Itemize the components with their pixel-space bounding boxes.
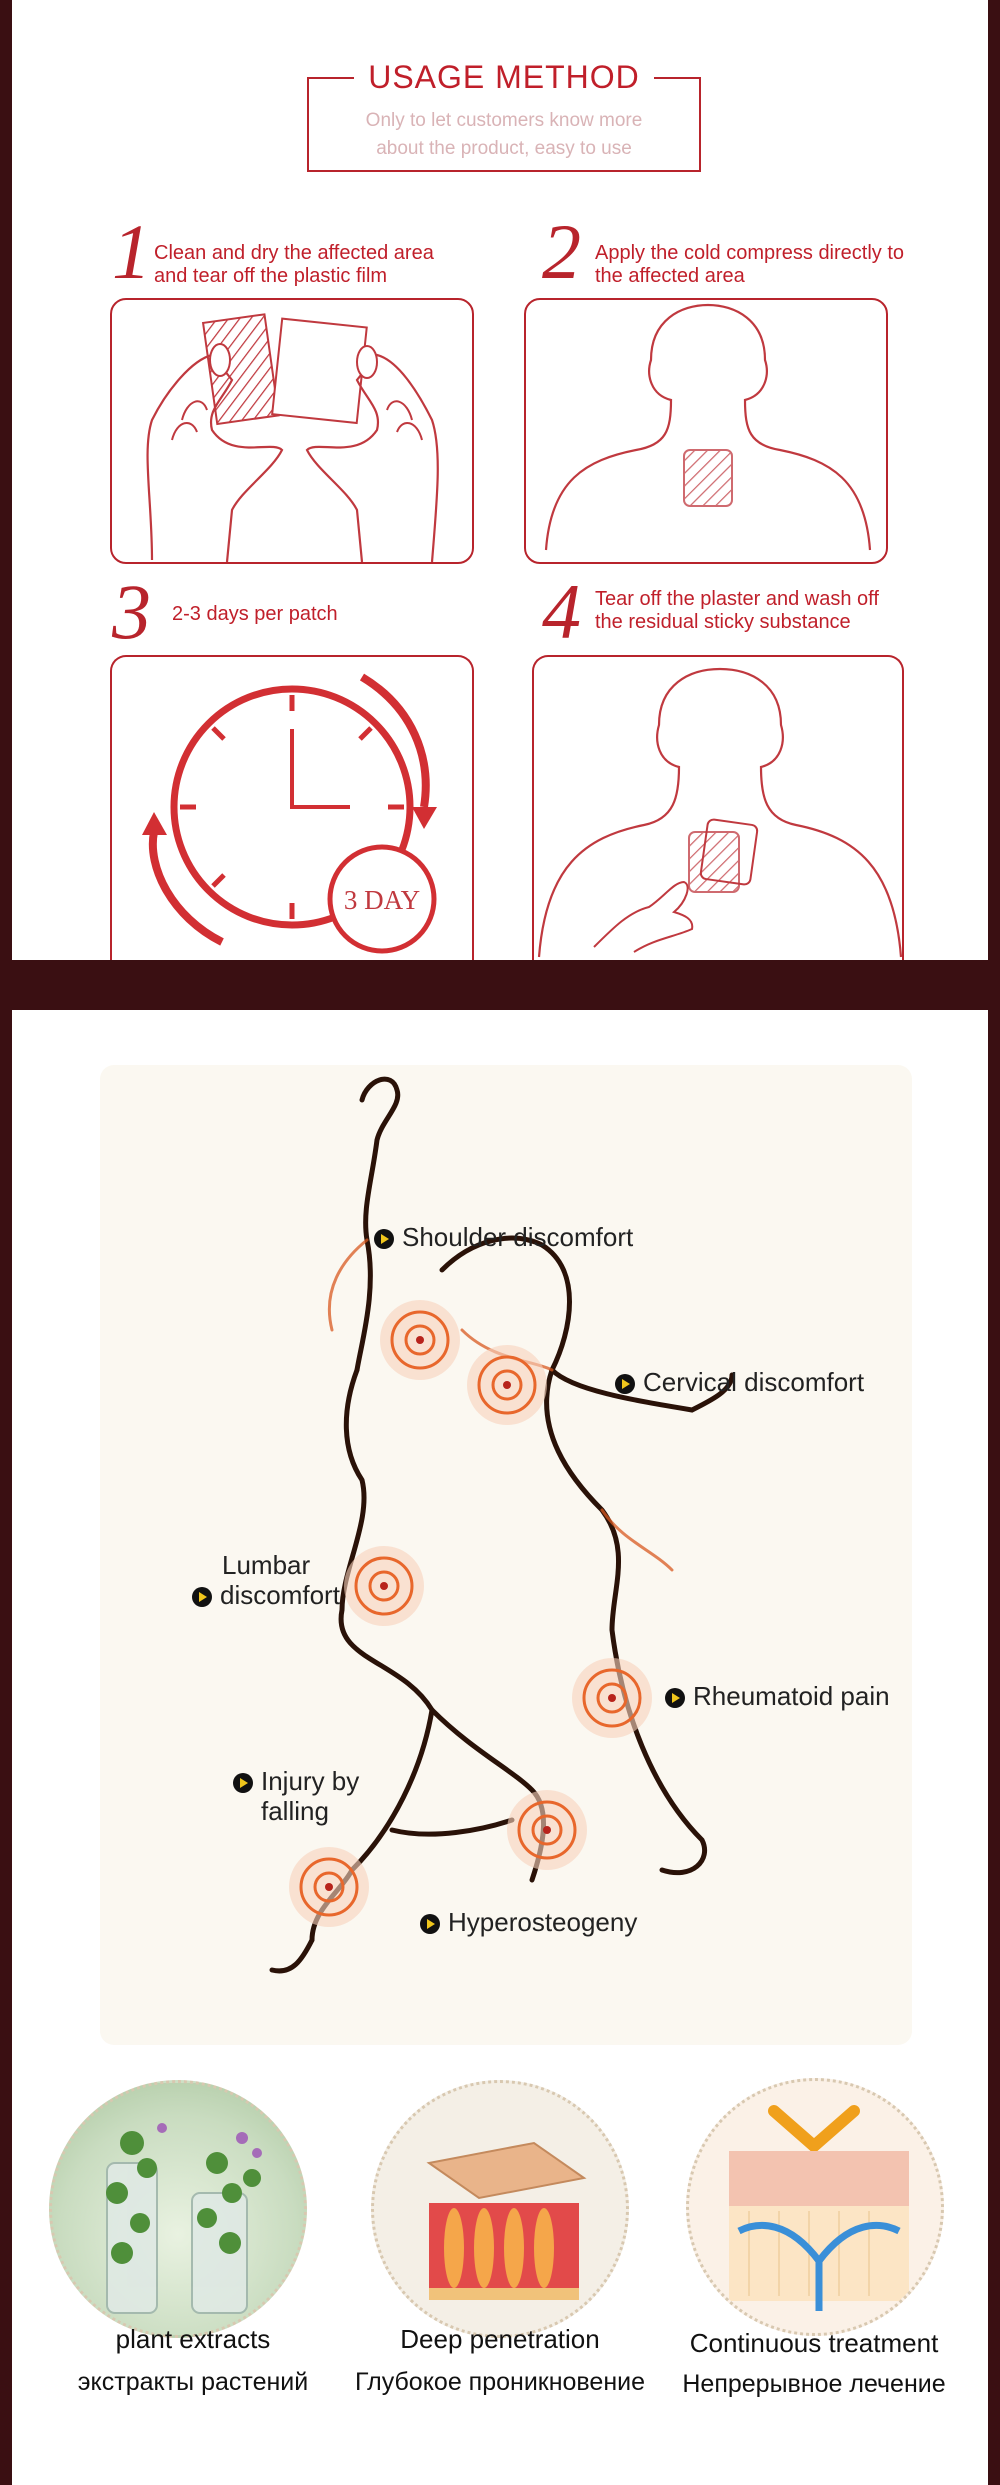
- step-2-illustration: [524, 298, 888, 564]
- step-4-line-1: Tear off the plaster and wash off: [595, 588, 879, 610]
- subtitle-line-2: about the product, easy to use: [376, 138, 632, 159]
- step-1-illustration: [110, 298, 474, 564]
- feature-3-label-en: Continuous treatment: [689, 2328, 939, 2358]
- usage-title-text: USAGE METHOD: [354, 59, 654, 95]
- step-2-number: 2: [542, 208, 581, 295]
- plant-extracts-icon: [106, 2123, 262, 2314]
- injury-label: Injury by falling: [233, 1766, 359, 1826]
- arrow-bullet-icon: [420, 1914, 440, 1935]
- lumbar-label: Lumbar discomfort: [192, 1550, 340, 1610]
- lumbar-label-line-2: discomfort: [220, 1580, 340, 1610]
- step-3-illustration: 3 DAY: [110, 655, 474, 960]
- feature-3-label-ru: Непрерывное лечение: [682, 2370, 946, 2398]
- pain-hotspots: [289, 1300, 652, 1927]
- rheumatoid-hotspot-icon: [572, 1658, 652, 1738]
- step-4-line-2: the residual sticky substance: [595, 611, 851, 633]
- lumbar-label-line-1: Lumbar: [222, 1550, 311, 1580]
- step-4-number: 4: [542, 568, 581, 655]
- step-3-number: 3: [112, 568, 151, 655]
- step-4-illustration: [532, 655, 904, 960]
- cervical-label: Cervical discomfort: [615, 1367, 864, 1397]
- feature-1-label-ru: экстракты растений: [77, 2368, 309, 2396]
- arrow-bullet-icon: [192, 1587, 212, 1608]
- clock-icon: 3 DAY: [142, 673, 437, 954]
- arrow-bullet-icon: [665, 1688, 685, 1709]
- continuous-treatment-circle: [686, 2078, 944, 2336]
- feature-2-label-en: Deep penetration: [400, 2324, 600, 2354]
- arrow-bullet-icon: [615, 1374, 635, 1395]
- step-1-number: 1: [112, 208, 151, 295]
- step-2-line-2: the affected area: [595, 265, 745, 287]
- hands-tearing-film-icon: [146, 313, 439, 562]
- shoulder-label-text: Shoulder discomfort: [402, 1222, 634, 1252]
- usage-header-box: USAGE METHOD Only to let customers know …: [307, 59, 701, 172]
- clock-badge-text: 3 DAY: [344, 885, 420, 915]
- feature-1-label-en: plant extracts: [115, 2324, 271, 2354]
- lumbar-hotspot-icon: [344, 1546, 424, 1626]
- hyperosteogeny-hotspot-icon: [507, 1790, 587, 1870]
- usage-method-section: USAGE METHOD Only to let customers know …: [12, 0, 988, 960]
- shoulder-hotspot-icon: [380, 1300, 460, 1380]
- plant-extracts-circle: [49, 2080, 307, 2338]
- step-1-line-1: Clean and dry the affected area: [154, 242, 434, 264]
- step-2-text: Apply the cold compress directly to the …: [595, 242, 904, 288]
- feature-2-label-ru: Глубокое проникновение: [354, 2368, 646, 2396]
- arrow-bullet-icon: [374, 1229, 394, 1250]
- shoulder-label: Shoulder discomfort: [374, 1222, 633, 1252]
- injury-hotspot-icon: [289, 1847, 369, 1927]
- step-1-text: Clean and dry the affected area and tear…: [154, 242, 434, 288]
- back-patch-removal-icon: [537, 667, 902, 958]
- neck-patch-icon: [544, 303, 872, 551]
- injury-label-line-2: falling: [261, 1796, 329, 1826]
- human-figure-illustration: [269, 1076, 735, 1974]
- body-chart-background: [100, 1065, 912, 2045]
- step-4-text: Tear off the plaster and wash off the re…: [595, 588, 879, 634]
- step-2-line-1: Apply the cold compress directly to: [595, 242, 905, 264]
- subtitle-line-1: Only to let customers know more: [365, 110, 643, 131]
- section-divider: [12, 960, 988, 1010]
- cervical-hotspot-icon: [467, 1345, 547, 1425]
- cervical-label-text: Cervical discomfort: [643, 1367, 865, 1397]
- arrow-bullet-icon: [233, 1773, 253, 1794]
- usage-title: USAGE METHOD: [309, 59, 699, 96]
- skin-layers-icon: [426, 2141, 587, 2300]
- injury-label-line-1: Injury by: [261, 1766, 360, 1796]
- continuous-treatment-icon: [729, 2105, 909, 2311]
- hyperosteogeny-label: Hyperosteogeny: [420, 1907, 637, 1937]
- usage-subtitle: Only to let customers know more about th…: [309, 107, 699, 163]
- hyperosteogeny-label-text: Hyperosteogeny: [448, 1907, 638, 1937]
- step-1-line-2: and tear off the plastic film: [154, 265, 388, 287]
- rheumatoid-label-text: Rheumatoid pain: [693, 1681, 890, 1711]
- deep-penetration-circle: [371, 2080, 629, 2338]
- rheumatoid-label: Rheumatoid pain: [665, 1681, 890, 1711]
- pain-points-section: Shoulder discomfort Cervical discomfort …: [12, 1010, 988, 2485]
- product-page: USAGE METHOD Only to let customers know …: [12, 0, 988, 2485]
- step-3-text: 2-3 days per patch: [172, 603, 338, 625]
